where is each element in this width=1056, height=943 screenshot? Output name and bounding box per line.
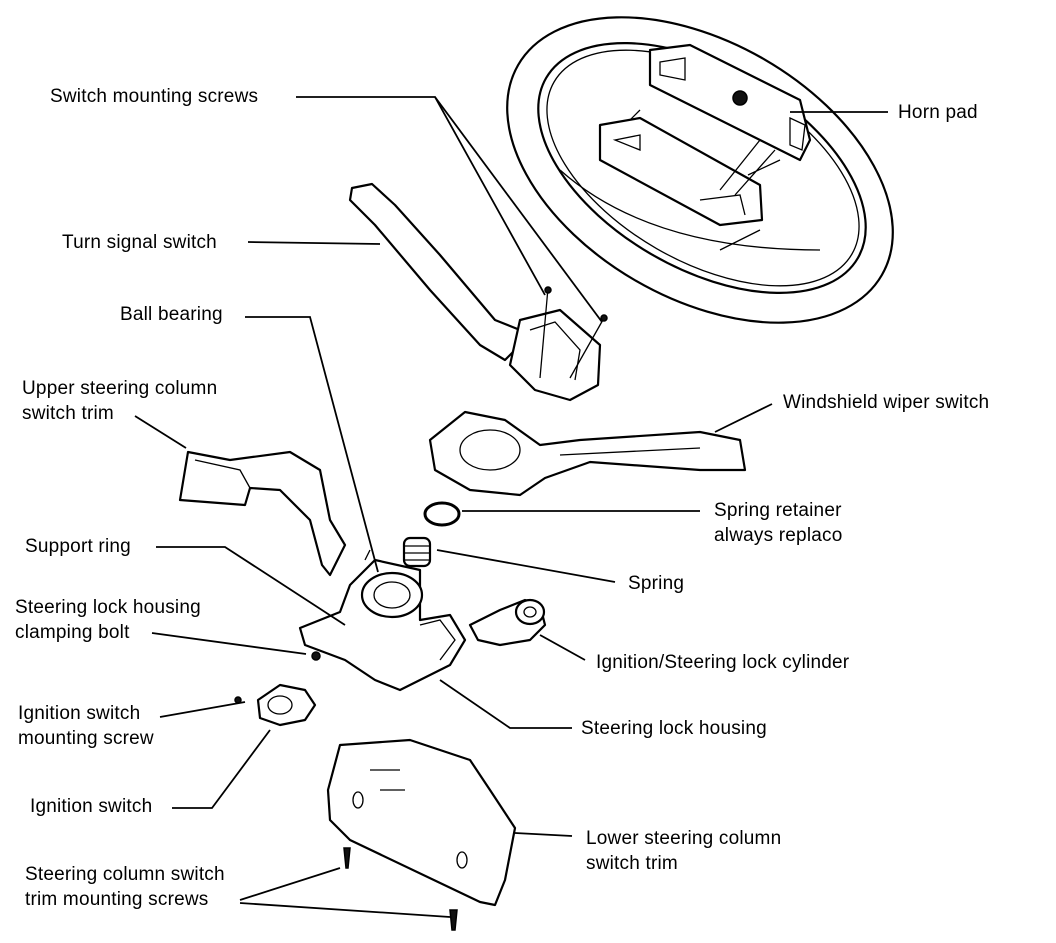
label-steering-lock-housing: Steering lock housing	[581, 718, 767, 739]
spring	[402, 536, 432, 568]
upper-trim	[178, 450, 347, 577]
lock-cylinder	[468, 598, 547, 647]
leader-lines	[134, 96, 888, 918]
spring-retainer-ring	[423, 501, 461, 527]
label-switch-mounting-screws: Switch mounting screws	[50, 86, 259, 107]
label-ball-bearing: Ball bearing	[120, 304, 223, 325]
lower-trim	[326, 738, 517, 907]
label-windshield-wiper-switch: Windshield wiper switch	[783, 392, 990, 413]
steering-wheel-hub	[598, 116, 781, 227]
label-horn-pad: Horn pad	[898, 102, 978, 123]
turn-signal-switch	[348, 182, 608, 402]
ignition-switch	[234, 683, 317, 727]
windshield-wiper-switch	[428, 410, 747, 497]
trim-mounting-screws	[343, 847, 458, 931]
label-ignition-switch: Ignition switch	[30, 796, 153, 817]
label-lock-cylinder: Ignition/Steering lock cylinder	[596, 652, 850, 673]
label-turn-signal-switch: Turn signal switch	[62, 232, 217, 253]
label-support-ring: Support ring	[25, 536, 131, 557]
horn-pad	[648, 43, 812, 162]
steering-lock-housing	[298, 549, 467, 692]
label-spring: Spring	[628, 573, 685, 594]
